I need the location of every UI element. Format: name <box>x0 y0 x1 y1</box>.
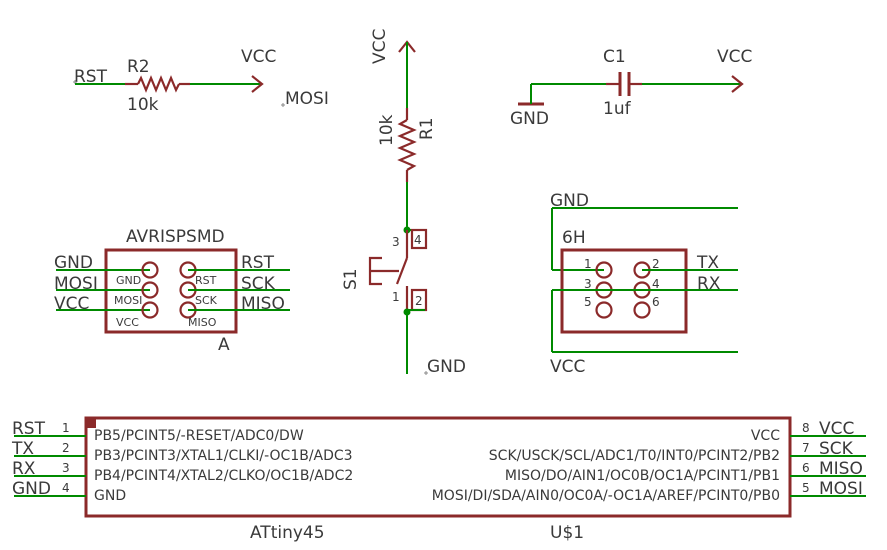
attiny-pin-name: VCC <box>751 428 780 444</box>
attiny-part-label: ATtiny45 <box>250 523 325 543</box>
c1-value-label: 1uf <box>603 99 632 119</box>
avrisp-connector-group: AVRISPSMD A GND MOSI VCC GND MOSI VCC RS… <box>54 227 290 355</box>
attiny-net-sck: SCK <box>819 439 854 459</box>
vcc-label-c1: VCC <box>717 47 752 67</box>
attiny-pin-name: MOSI/DI/SDA/AIN0/OC0A/-OC1A/AREF/PCINT0/… <box>432 488 780 504</box>
attiny-pin-name: PB3/PCINT3/XTAL1/CLKI/-OC1B/ADC3 <box>94 448 353 464</box>
avrisp-net-gnd: GND <box>54 253 93 273</box>
gnd-label-c1: GND <box>510 109 549 129</box>
attiny-pin-name: MISO/DO/AIN1/OC0B/OC1A/PCINT1/PB1 <box>505 468 780 484</box>
r2-name-label: R2 <box>127 57 150 77</box>
pin1-marker <box>86 418 96 428</box>
attiny-net-mosi: MOSI <box>819 479 863 499</box>
avrisp-pad-mosi: MOSI <box>114 294 142 307</box>
attiny-pin-num: 6 <box>802 461 810 475</box>
gnd-label-s1: GND <box>427 357 466 377</box>
rst-net-label: RST <box>74 67 108 87</box>
vcc-label-r2: VCC <box>241 47 276 67</box>
attiny-pin-num: 7 <box>802 441 810 455</box>
s1-pin-box-top <box>410 228 428 250</box>
r2-value-label: 10k <box>127 95 159 115</box>
attiny-pin-name: GND <box>94 488 126 504</box>
r1-name-label: R1 <box>417 117 437 140</box>
attiny-pin-name: SCK/USCK/SCL/ADC1/T0/INT0/PCINT2/PB2 <box>489 448 780 464</box>
header-pin-num: 1 <box>584 257 592 271</box>
header-pin-circle <box>633 301 651 319</box>
avrisp-net-sck: SCK <box>241 274 276 294</box>
attiny-pin-num: 1 <box>62 421 70 435</box>
attiny-pin-num: 5 <box>802 481 810 495</box>
avrisp-pad-sck: SCK <box>195 294 218 307</box>
vcc-arrow-icon-c1 <box>731 75 744 93</box>
attiny45-group: RST TX RX GND 1 2 3 4 PB5/PCINT5/-RESET/… <box>11 416 866 543</box>
s1-name-label: S1 <box>341 268 361 290</box>
avrisp-variant: A <box>218 335 230 355</box>
s1-pin3-label: 3 <box>392 235 400 249</box>
attiny-body <box>84 416 792 518</box>
reset-circuit-group: VCC R1 10k 4 3 S1 1 2 GND <box>341 29 466 377</box>
s1-pin2-label: 2 <box>415 294 423 308</box>
header-pin-num: 4 <box>652 277 660 291</box>
r2-resistor-group: RST R2 10k VCC MOSI <box>73 47 329 115</box>
attiny-pin-num: 4 <box>62 481 70 495</box>
attiny-net-rst: RST <box>12 419 46 439</box>
avrisp-net-rst: RST <box>241 253 275 273</box>
header-title: 6H <box>562 228 586 248</box>
header-pin-circle <box>595 261 613 279</box>
header-pin-num: 2 <box>652 257 660 271</box>
vcc-label-r1: VCC <box>370 29 390 64</box>
attiny-net-gnd: GND <box>12 479 51 499</box>
header-rx-label: RX <box>697 274 721 294</box>
header-6h-group: GND 6H 1 2 3 4 5 6 TX RX VCC <box>550 191 738 377</box>
s1-pin1-label: 1 <box>392 290 400 304</box>
r1-value-label: 10k <box>377 114 397 146</box>
c1-capacitor-group: GND C1 1uf VCC <box>510 47 752 129</box>
c1-name-label: C1 <box>603 47 626 67</box>
r2-resistor-symbol <box>137 75 180 93</box>
header-pin-num: 5 <box>584 295 592 309</box>
attiny-pin-num: 2 <box>62 441 70 455</box>
mosi-net-label-top: MOSI <box>285 89 329 109</box>
header-gnd-label: GND <box>550 191 589 211</box>
vcc-arrow-icon <box>251 75 264 93</box>
header-pin-circle <box>595 301 613 319</box>
avrisp-pad-rst: RST <box>195 274 217 287</box>
avrisp-pin-circle <box>141 261 159 279</box>
avrisp-pin-circle <box>141 301 159 319</box>
attiny-pin-num: 3 <box>62 461 70 475</box>
s1-pin4-label: 4 <box>414 233 422 247</box>
header-tx-label: TX <box>696 253 719 273</box>
avrisp-title: AVRISPSMD <box>126 227 225 247</box>
r1-resistor-symbol <box>397 119 417 171</box>
s1-switch-lever <box>395 257 409 285</box>
attiny-pin-name: PB4/PCINT4/XTAL2/CLKO/OC1B/ADC2 <box>94 468 353 484</box>
attiny-ref-label: U$1 <box>550 523 584 543</box>
avrisp-pin-circle <box>141 281 159 299</box>
attiny-net-tx: TX <box>11 439 34 459</box>
avrisp-pad-gnd: GND <box>116 274 141 287</box>
header-pin-num: 6 <box>652 295 660 309</box>
avrisp-net-miso: MISO <box>241 294 285 314</box>
attiny-net-vcc: VCC <box>819 419 854 439</box>
attiny-net-miso: MISO <box>819 459 863 479</box>
avrisp-pad-vcc: VCC <box>116 316 139 329</box>
header-vcc-label: VCC <box>550 357 585 377</box>
attiny-pin-name: PB5/PCINT5/-RESET/ADC0/DW <box>94 428 304 444</box>
attiny-net-rx: RX <box>12 459 36 479</box>
header-pin-num: 3 <box>584 277 592 291</box>
avrisp-pad-miso: MISO <box>188 316 217 329</box>
attiny-pin-num: 8 <box>802 421 810 435</box>
